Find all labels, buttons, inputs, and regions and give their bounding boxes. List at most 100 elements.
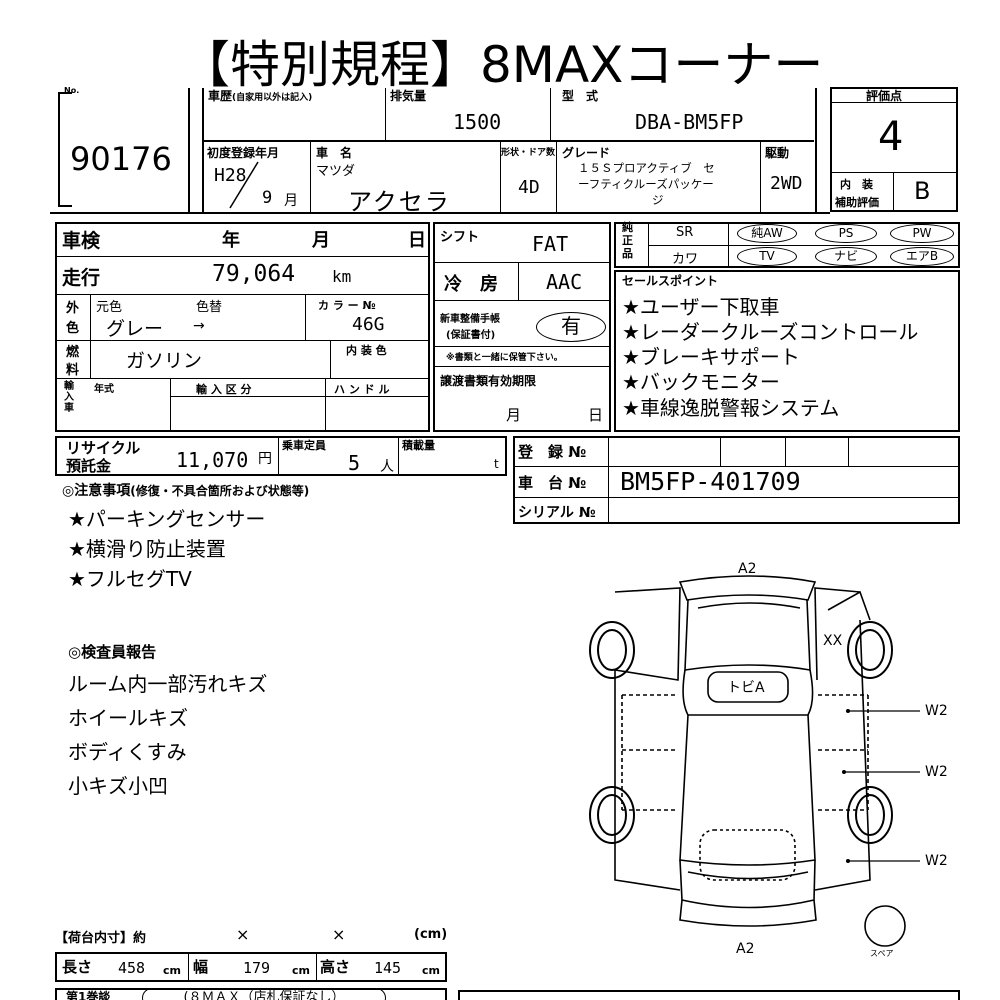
recycle-frame [55,436,507,476]
color-no-value: 46G [352,314,385,335]
notes-label: ◎注意事項(修復・不具合箇所および状態等) [62,480,309,500]
header-divider-f [500,140,501,212]
model-label: 型 式 [562,89,599,103]
manual-note: ※書類と一緒に保管下さい。 [446,353,563,363]
cargo-unit: (cm) [414,927,448,942]
w2-dot-2 [842,770,846,774]
manual-note-line [433,346,611,347]
header-divider-e [310,140,311,212]
cargo-width-label: 幅 [193,958,209,976]
cargo-divider-a [188,952,189,982]
color-no-divider [305,294,306,340]
mid-line-1 [433,262,611,263]
shaken-year-label: 年 [222,230,240,251]
header-divider-i [815,88,817,212]
interior-color-divider [330,340,331,378]
diagram-fr-mark: XX [823,633,843,649]
header-divider-h [760,140,761,212]
orig-color-label: 元色 [96,300,123,315]
manual-label-1: 新車整備手帳 [440,314,500,325]
import-type-label: 輸 入 区 分 [196,383,252,396]
color-no-label: カ ラ ー № [318,299,376,312]
history-label: 車歴(自家用以外は記入) [208,87,312,104]
score-box [830,87,958,212]
cargo-length-label: 長さ [62,958,93,976]
header-divider-d [550,88,551,140]
sales-points-label: セールスポイント [622,274,719,288]
note-item-3: ★フルセグTV [68,567,192,591]
equip-ps: PS [815,224,877,243]
specs-line-2 [55,294,430,295]
shaken-month-label: 月 [312,230,330,251]
diagram-w2-1: W2 [925,703,948,719]
equip-airbag: エアB [890,247,954,266]
lot-bracket-bottom [58,205,72,207]
history-note: (自家用以外は記入) [232,93,313,103]
sales-point-2: ★レーダークルーズコントロール [622,320,919,344]
capacity-value: 5 [348,451,361,475]
serial-label: シリアル № [518,505,596,521]
score-interior-divider [830,172,958,173]
footer-frame [55,988,447,1000]
cargo-width-unit: cm [292,964,310,977]
interior-label-1: 内 装 [840,178,873,191]
fuel-value: ガソリン [126,350,203,372]
interior-score: B [914,177,931,205]
equipment-divider-a [728,222,729,268]
registration-line-1 [513,466,960,467]
grade-line1: １５Ｓプロアクティブ セ [578,161,715,175]
fuel-side-2: 料 [66,363,80,378]
note-item-2: ★横滑り防止装置 [68,537,226,561]
diagram-rear-mark: A2 [736,941,755,957]
registration-frame [513,436,960,524]
diagram-front-mark: A2 [738,561,757,577]
mileage-unit: km [332,267,352,286]
notes-sub: (修復・不具合箇所および状態等) [130,484,310,498]
equipment-side-1: 純 [622,221,633,234]
lot-number: 90176 [70,140,172,178]
recycle-unit: 円 [258,451,272,467]
interior-color-label: 内 装 色 [346,344,387,357]
color-value: グレー [106,318,164,340]
import-divider-a [170,378,171,432]
score-value: 4 [878,114,904,160]
lot-bracket-left [58,92,63,207]
w2-leaders [844,710,920,862]
shaken-day-label: 日 [408,230,426,251]
color-side-1: 外 [66,301,80,316]
cargo-x2: × [332,925,346,944]
inspector-item-2: ホイールキズ [68,706,188,730]
cargo-height-unit: cm [422,964,440,977]
shift-value: FAT [532,232,569,256]
inspector-item-1: ルーム内一部汚れキズ [68,672,268,696]
inspector-label: ◎検査員報告 [68,643,157,661]
cargo-width: 179 [243,959,271,977]
grade-line3: ジ [652,193,664,207]
name-label: 車 名 [316,146,353,160]
recycle-value: 11,070 [176,448,249,472]
equip-tv: TV [737,247,797,266]
cargo-length: 458 [118,959,146,977]
car-name: アクセラ [348,188,451,216]
drive-label: 駆動 [765,146,790,160]
import-year-label: 年式 [94,384,114,395]
header-divider-a [188,88,190,214]
inspector-item-3: ボディくすみ [68,740,187,764]
displacement-label: 排気量 [390,89,427,103]
color-side-2: 色 [66,321,80,336]
notes-label-text: ◎注意事項 [62,483,131,499]
ac-value: AAC [546,270,583,294]
reg-slash [229,161,259,209]
cargo-length-unit: cm [163,964,181,977]
displacement-value: 1500 [453,110,502,134]
car-damage-diagram [589,575,920,947]
chassis-value: BM5FP-401709 [620,467,801,496]
diagram-spare-label: スペア [870,949,894,958]
docs-day: 日 [588,406,604,424]
specs-line-3 [55,340,430,341]
repaint-arrow: → [193,318,205,334]
recycle-divider-b [398,436,399,476]
shaken-label: 車検 [62,230,101,252]
equip-leather: カワ [672,252,699,267]
load-label: 積載量 [402,439,435,452]
